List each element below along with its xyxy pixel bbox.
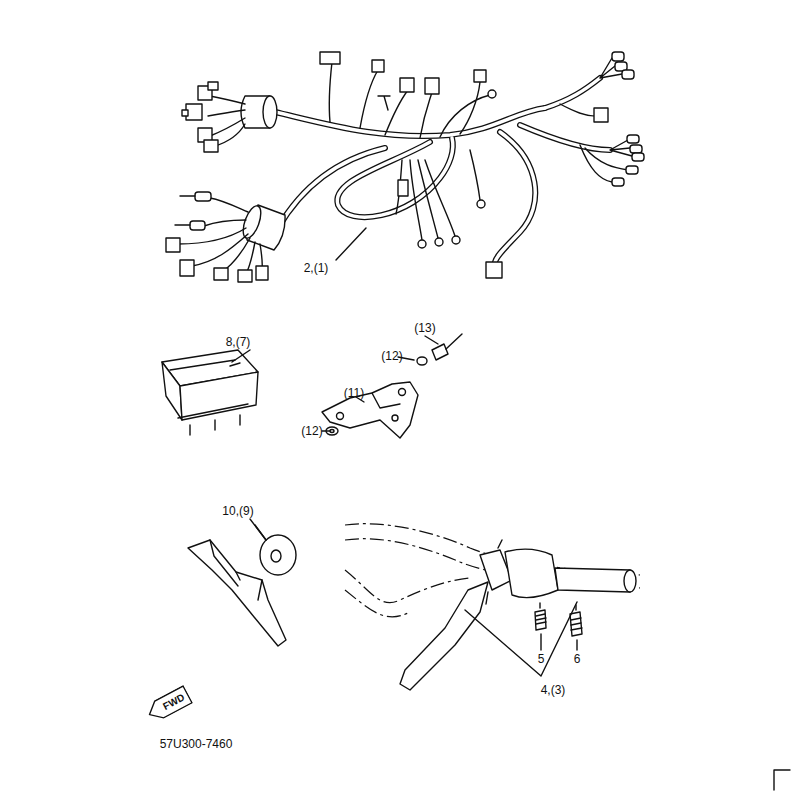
callout-number: 4,(3) <box>541 684 566 696</box>
callout-number: 2,(1) <box>304 262 329 274</box>
bracket-assembly <box>322 334 462 438</box>
horn <box>188 525 296 646</box>
wire-harness <box>166 52 644 282</box>
callout-number: 10,(9) <box>222 505 253 517</box>
callout-number: (13) <box>414 322 435 334</box>
arrow-shape <box>145 686 192 723</box>
callout-number: (12) <box>381 350 402 362</box>
callout-number: 6 <box>574 653 581 665</box>
direction-arrow: FWD <box>144 685 194 725</box>
leader-lines <box>232 228 366 540</box>
diagram-code: 57U300-7460 <box>160 738 233 750</box>
callout-number: (12) <box>301 425 322 437</box>
relay-box <box>162 350 258 435</box>
callout-number: 5 <box>538 653 545 665</box>
callout-number: 8,(7) <box>226 336 251 348</box>
corner-mark <box>774 770 790 790</box>
callout-number: (11) <box>344 387 364 399</box>
handlebar-switch <box>345 524 640 690</box>
